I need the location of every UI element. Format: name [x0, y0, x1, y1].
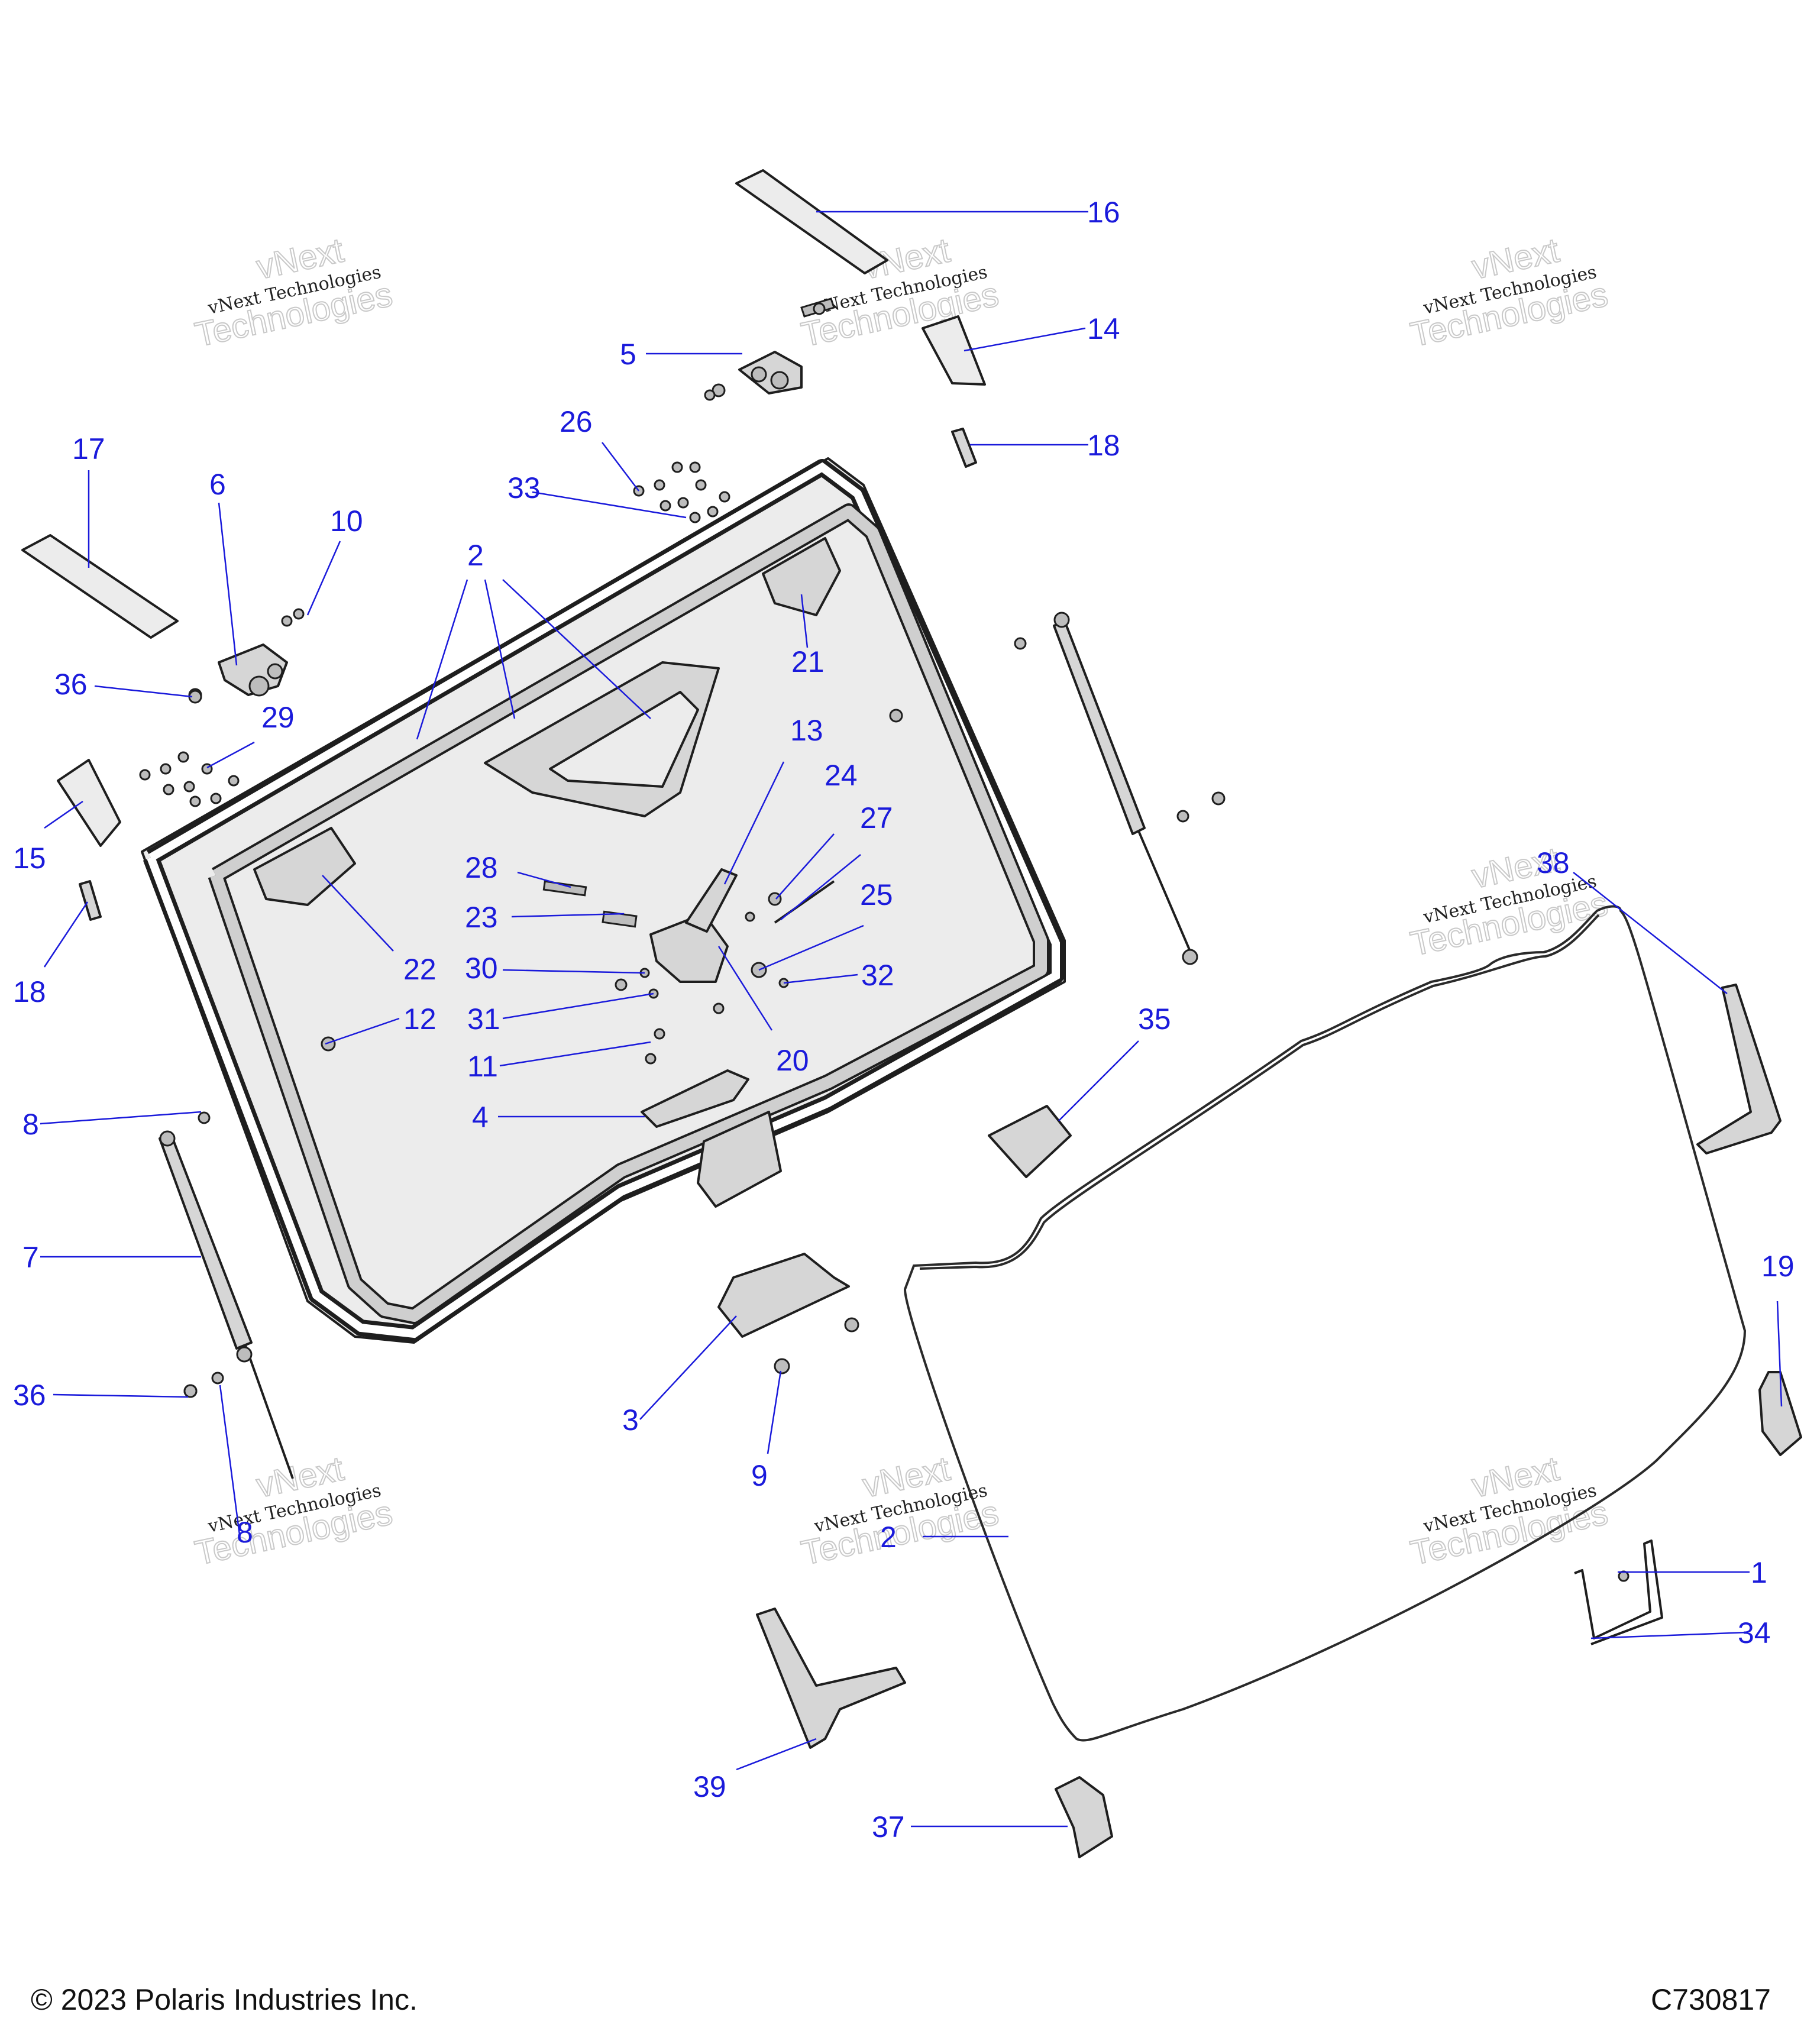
callout-36-top: 36	[54, 668, 88, 701]
callout-18-right: 18	[1087, 429, 1120, 462]
callout-26: 26	[560, 405, 593, 438]
callout-10: 10	[330, 504, 363, 538]
callout-18-left: 18	[13, 975, 46, 1008]
bolt-9	[774, 1358, 790, 1374]
sticker-15	[57, 759, 121, 847]
bolt-near-3	[844, 1317, 859, 1333]
frame-seal-inner-fill	[210, 506, 1047, 1322]
pad-18-left	[79, 880, 102, 921]
callout-23: 23	[465, 901, 498, 934]
callout-34: 34	[1738, 1616, 1771, 1650]
callout-11: 11	[467, 1050, 498, 1083]
pad-18-top	[951, 428, 977, 468]
clip-34	[1574, 1540, 1663, 1645]
callout-labels: 1 2 2 3 4 5 6 7 8 8 9 10 11 12 13 14 15 …	[13, 196, 1795, 1844]
callout-12: 12	[403, 1002, 437, 1036]
callout-17: 17	[72, 432, 105, 465]
frame-top-bracket	[762, 537, 841, 616]
bracket-3	[717, 1253, 850, 1338]
callout-37: 37	[872, 1810, 905, 1844]
gas-strut-right	[1014, 612, 1226, 965]
clip-right-frame	[889, 709, 903, 723]
rear-glass-panel	[903, 905, 1747, 1742]
cover-35	[988, 1105, 1072, 1178]
rear-glass-panel-edge	[919, 914, 1600, 1270]
callout-4: 4	[472, 1101, 489, 1134]
callout-22: 22	[403, 953, 437, 986]
callout-1: 1	[1751, 1556, 1767, 1589]
frame-center-wedge-inner	[549, 691, 699, 788]
callout-27: 27	[860, 801, 893, 835]
copyright-notice: © 2023 Polaris Industries Inc.	[31, 1983, 418, 2016]
parts-art	[21, 169, 1802, 1858]
callout-2-top: 2	[467, 539, 484, 572]
callout-13: 13	[790, 714, 823, 747]
leader-lines	[40, 211, 1783, 1828]
bracket-38	[1696, 984, 1782, 1154]
sticker-16	[735, 169, 888, 274]
callout-19: 19	[1761, 1250, 1795, 1283]
hardware-cluster-26-33	[633, 461, 730, 523]
callout-21: 21	[791, 645, 825, 678]
sticker-17	[21, 534, 179, 639]
callout-38: 38	[1537, 846, 1570, 879]
frame-latch-plate	[697, 1111, 782, 1208]
pad-37	[1055, 1776, 1113, 1858]
callout-2-bottom: 2	[880, 1521, 897, 1554]
gas-strut-left	[159, 1111, 294, 1479]
callout-36-bottom: 36	[13, 1379, 46, 1412]
callout-8-bottom: 8	[237, 1516, 253, 1549]
callout-5: 5	[620, 338, 636, 371]
callout-16: 16	[1087, 196, 1120, 229]
callout-24: 24	[825, 759, 858, 792]
callout-8-top: 8	[22, 1108, 39, 1141]
callout-29: 29	[261, 701, 295, 734]
callout-25: 25	[860, 878, 893, 911]
callout-28: 28	[465, 851, 498, 884]
callout-30: 30	[465, 952, 498, 985]
rear-window-frame	[141, 457, 1066, 1344]
callout-32: 32	[861, 959, 894, 992]
sticker-14	[922, 315, 986, 386]
frame-seal-outer-highlight	[147, 462, 1060, 1338]
nut-36-lower	[183, 1384, 198, 1398]
striker-4	[641, 1069, 749, 1128]
callout-20: 20	[776, 1044, 809, 1077]
callout-7: 7	[22, 1241, 39, 1274]
callout-6: 6	[209, 468, 226, 501]
callout-33: 33	[507, 471, 541, 504]
callout-35: 35	[1138, 1002, 1171, 1036]
callout-9: 9	[751, 1459, 768, 1492]
callout-39: 39	[693, 1770, 726, 1803]
callout-14: 14	[1087, 312, 1120, 345]
callout-15: 15	[13, 842, 46, 875]
hinge-5	[704, 297, 835, 401]
bracket-39	[756, 1608, 906, 1749]
callout-3: 3	[622, 1403, 639, 1437]
figure-id: C730817	[1651, 1983, 1771, 2016]
callout-31: 31	[467, 1002, 500, 1036]
hardware-cluster-29	[139, 751, 240, 807]
hinge-6	[188, 608, 305, 702]
